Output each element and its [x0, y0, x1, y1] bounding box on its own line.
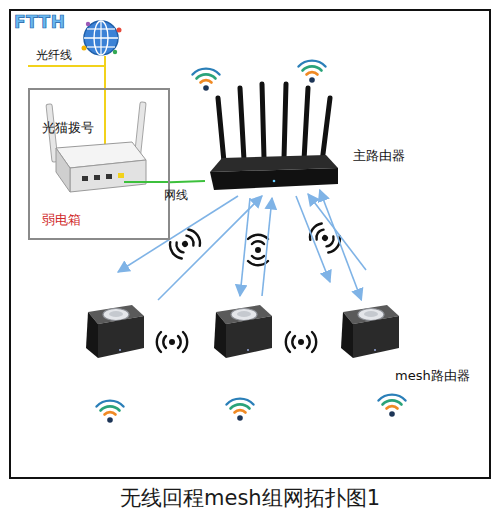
node-text: mesh路由器	[395, 368, 470, 384]
outer-frame	[10, 10, 490, 478]
shape-circle	[82, 46, 87, 51]
shape-use	[97, 401, 124, 423]
cable-label: 光纤线	[36, 48, 72, 62]
shape-use	[214, 305, 272, 358]
shape-circle	[273, 180, 276, 183]
shape-use	[86, 305, 144, 358]
shape-use	[299, 61, 326, 83]
shape-circle	[84, 21, 118, 55]
shape-line	[296, 196, 330, 282]
shape-use	[227, 399, 254, 421]
shape-line	[118, 196, 238, 272]
shape-rect	[118, 173, 124, 178]
shape-use	[286, 332, 316, 352]
mesh-router-illustration	[86, 305, 399, 358]
main-router-illustration	[210, 84, 338, 190]
node-text: 主路由器	[353, 148, 405, 164]
shape-line	[218, 98, 224, 162]
shape-line	[308, 194, 366, 270]
shape-line	[262, 198, 272, 296]
shape-line	[284, 84, 286, 158]
main-router: 主路由器	[205, 76, 340, 190]
wifi-symbols	[97, 61, 406, 423]
shape-use	[193, 69, 220, 91]
shape-line	[104, 56, 106, 150]
node-text: 光猫拨号	[42, 120, 94, 136]
node-text: 弱电箱	[42, 212, 81, 228]
shape-use	[167, 227, 203, 261]
shape-polygon	[70, 160, 146, 192]
shape-line	[240, 198, 250, 296]
shape-line	[304, 88, 308, 160]
mesh-router: mesh路由器	[335, 300, 401, 362]
connector	[320, 190, 362, 300]
globe-icon	[82, 21, 122, 55]
connector	[170, 181, 205, 182]
shape-line	[124, 181, 170, 183]
network-label: FTTH	[14, 12, 65, 32]
edge-label: 网线	[164, 188, 188, 202]
wireless-arrows	[118, 194, 366, 300]
caption: 无线回程mesh组网拓扑图1	[0, 486, 500, 511]
shape-polygon	[210, 168, 338, 190]
shape-polygon	[56, 148, 70, 192]
shape-circle	[113, 50, 117, 54]
shape-circle	[86, 22, 90, 26]
shape-rect	[94, 175, 100, 180]
shape-use	[341, 305, 399, 358]
shape-rect	[82, 176, 88, 181]
shape-line	[100, 21, 101, 55]
distribution-box: 光猫拨号弱电箱	[28, 88, 170, 240]
fiber-line	[28, 56, 105, 150]
shape-use	[379, 395, 406, 417]
optical-modem	[46, 102, 170, 192]
shape-line	[240, 88, 244, 160]
shape-use	[157, 332, 187, 352]
shape-line	[322, 98, 330, 162]
shape-circle	[117, 28, 122, 33]
shape-line	[262, 84, 264, 158]
shape-line	[158, 196, 262, 300]
shape-line	[28, 65, 105, 67]
shape-rect	[106, 174, 112, 179]
